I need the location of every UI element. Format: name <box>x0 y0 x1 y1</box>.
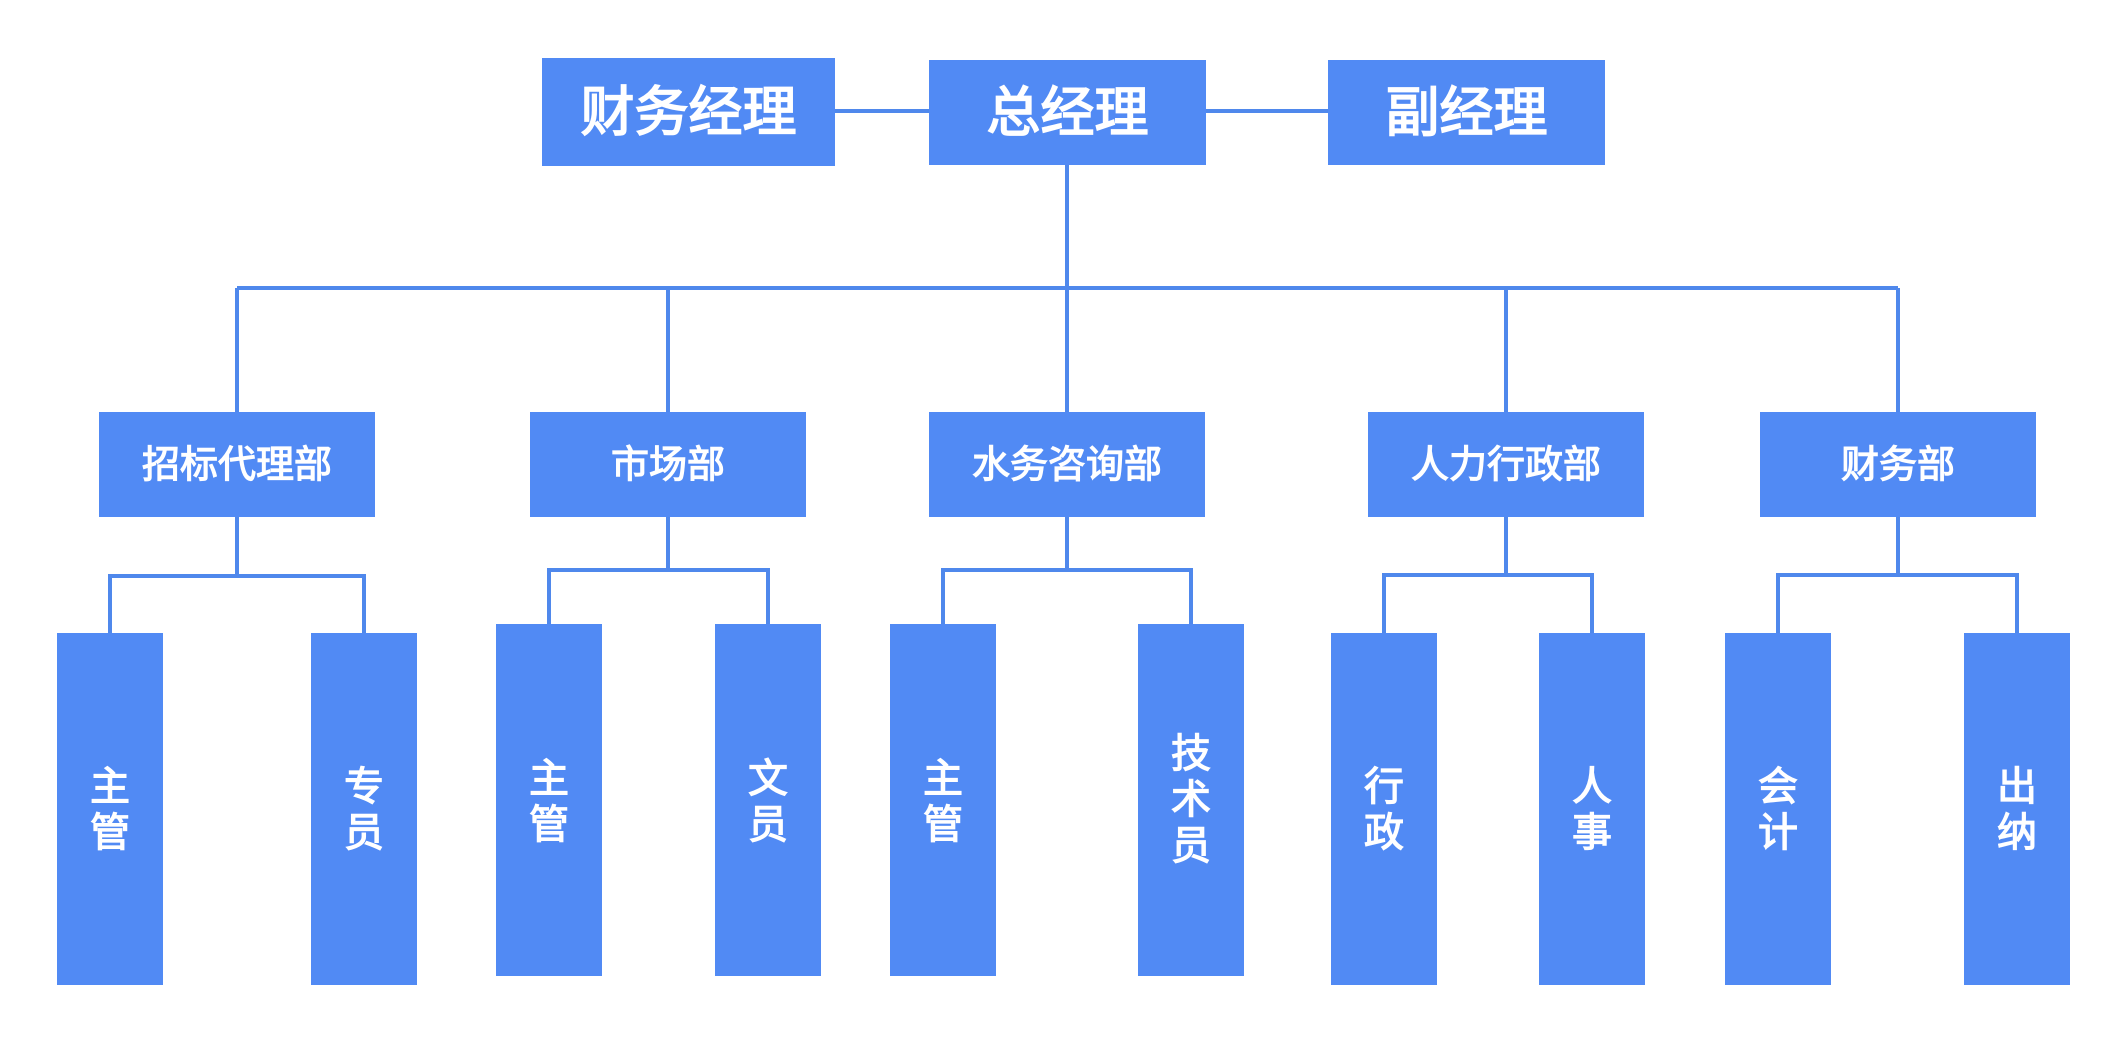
role-label-4-2-char: 人 <box>1572 764 1612 810</box>
connector-bracket-3 <box>941 568 1193 624</box>
department-label-4: 人力行政部 <box>1411 443 1601 487</box>
department-label-1: 招标代理部 <box>142 443 332 487</box>
deputy-manager-label: 副经理 <box>1386 81 1548 144</box>
department-box-2 <box>530 412 806 517</box>
role-box-4-2 <box>1539 633 1645 985</box>
role-label-5-1-char: 计 <box>1758 810 1798 856</box>
role-label-3-2: 技术员 <box>1171 731 1211 869</box>
role-box-2-2 <box>715 624 821 976</box>
role-box-3-1 <box>890 624 996 976</box>
role-label-4-2-char: 事 <box>1572 810 1612 856</box>
role-label-3-2-char: 技 <box>1171 731 1211 777</box>
role-box-1-2 <box>311 633 417 985</box>
role-label-2-2-char: 文 <box>748 756 788 802</box>
role-label-3-1: 主管 <box>923 756 963 848</box>
role-label-5-2-char: 纳 <box>1997 810 2037 856</box>
department-box-4 <box>1368 412 1644 517</box>
role-label-1-2-char: 专 <box>344 764 384 810</box>
role-label-2-1-char: 管 <box>529 802 569 848</box>
role-label-1-1: 主管 <box>90 764 130 856</box>
role-label-4-2: 人事 <box>1572 764 1612 856</box>
role-box-1-1 <box>57 633 163 985</box>
department-box-5 <box>1760 412 2036 517</box>
role-label-2-2-char: 员 <box>748 802 788 848</box>
role-box-4-1 <box>1331 633 1437 985</box>
role-label-5-2-char: 出 <box>1997 764 2037 810</box>
connector-bracket-1 <box>108 574 366 633</box>
connector-bracket-4 <box>1382 573 1594 633</box>
role-label-2-1-char: 主 <box>529 756 569 802</box>
role-box-5-2 <box>1964 633 2070 985</box>
role-box-3-2 <box>1138 624 1244 976</box>
role-label-2-1: 主管 <box>529 756 569 848</box>
role-label-1-2-char: 员 <box>344 810 384 856</box>
finance-manager-box <box>542 58 835 166</box>
role-label-1-1-char: 管 <box>90 810 130 856</box>
role-label-3-1-char: 管 <box>923 802 963 848</box>
deputy-manager-box <box>1328 60 1605 165</box>
role-label-3-2-char: 术 <box>1171 777 1211 823</box>
department-label-2: 市场部 <box>611 443 725 487</box>
role-label-5-1-char: 会 <box>1758 764 1798 810</box>
finance-manager-label: 财务经理 <box>581 81 797 144</box>
role-label-5-2: 出纳 <box>1997 764 2037 856</box>
role-box-5-1 <box>1725 633 1831 985</box>
role-label-3-1-char: 主 <box>923 756 963 802</box>
role-label-1-1-char: 主 <box>90 764 130 810</box>
role-box-2-1 <box>496 624 602 976</box>
role-label-2-2: 文员 <box>748 756 788 848</box>
general-manager-box <box>929 60 1206 165</box>
general-manager-label: 总经理 <box>987 81 1149 144</box>
department-label-3: 水务咨询部 <box>972 443 1162 487</box>
role-label-4-1: 行政 <box>1364 764 1404 856</box>
role-label-1-2: 专员 <box>344 764 384 856</box>
role-label-4-1-char: 行 <box>1364 764 1404 810</box>
department-box-1 <box>99 412 375 517</box>
role-label-3-2-char: 员 <box>1171 823 1211 869</box>
role-label-5-1: 会计 <box>1758 764 1798 856</box>
connector-bracket-2 <box>547 568 770 624</box>
connector-bracket-5 <box>1776 573 2019 633</box>
department-label-5: 财务部 <box>1841 443 1955 487</box>
department-box-3 <box>929 412 1205 517</box>
role-label-4-1-char: 政 <box>1364 810 1404 856</box>
